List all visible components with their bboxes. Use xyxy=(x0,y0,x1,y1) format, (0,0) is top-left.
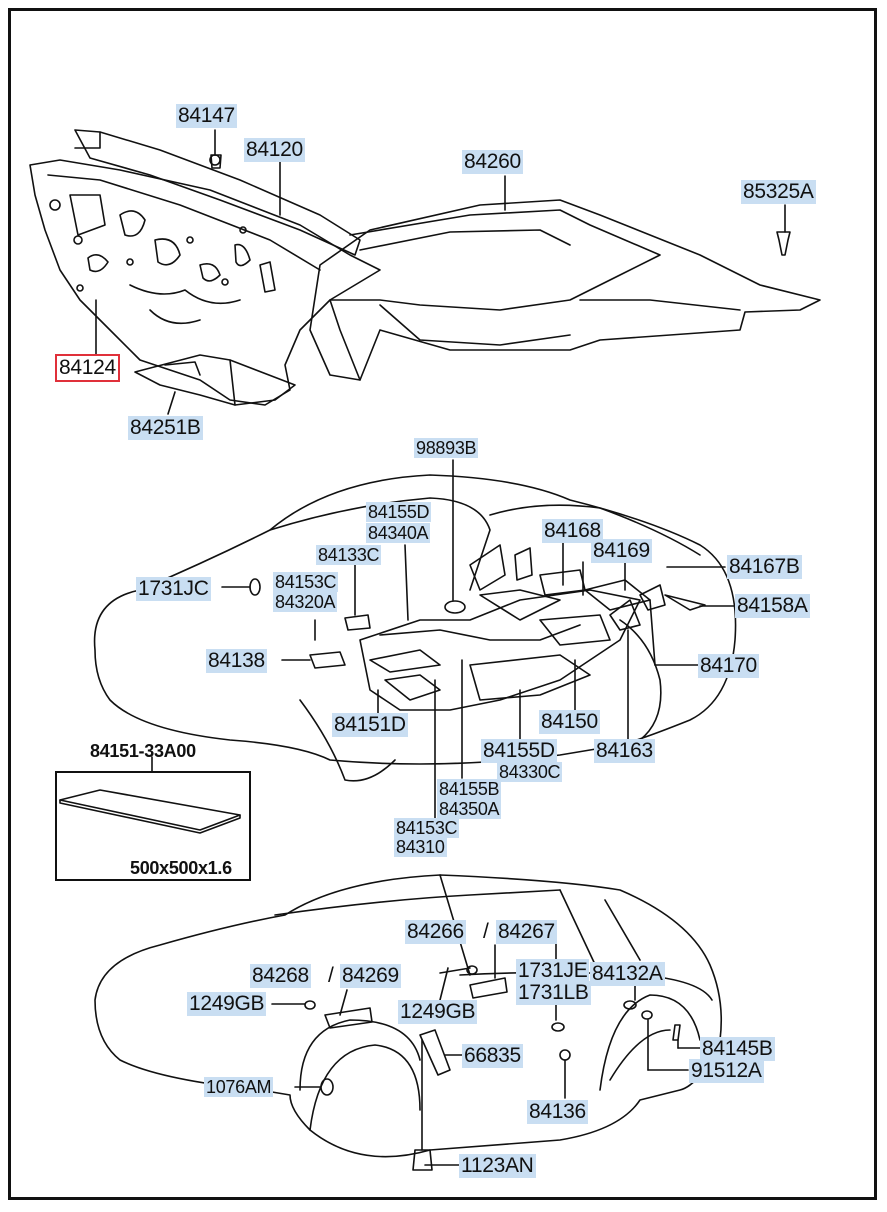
part-label-84147[interactable]: 84147 xyxy=(176,104,237,128)
part-label-84132A[interactable]: 84132A xyxy=(590,962,665,986)
part-label-84251B[interactable]: 84251B xyxy=(128,416,203,440)
part-label-84158A[interactable]: 84158A xyxy=(735,594,810,618)
part-label-84133C[interactable]: 84133C xyxy=(316,545,382,565)
part-label-84268[interactable]: 84268 xyxy=(250,964,311,988)
part-label-84153C-top[interactable]: 84153C xyxy=(273,572,339,592)
part-label-84155B[interactable]: 84155B xyxy=(437,779,502,799)
part-label-84163[interactable]: 84163 xyxy=(594,739,655,763)
part-label-84155D-top[interactable]: 84155D xyxy=(366,502,432,522)
part-label-91512A[interactable]: 91512A xyxy=(689,1059,764,1083)
part-label-84266[interactable]: 84266 xyxy=(405,920,466,944)
part-label-84150[interactable]: 84150 xyxy=(539,710,600,734)
part-label-84120[interactable]: 84120 xyxy=(244,138,305,162)
part-label-84168[interactable]: 84168 xyxy=(542,519,603,543)
part-label-1731JE[interactable]: 1731JE xyxy=(516,959,590,983)
insulator-sheet-drawing xyxy=(59,756,241,834)
part-label-84145B[interactable]: 84145B xyxy=(700,1037,775,1061)
dash-panel-drawing xyxy=(29,129,821,415)
part-label-84260[interactable]: 84260 xyxy=(462,150,523,174)
part-label-84136[interactable]: 84136 xyxy=(527,1100,588,1124)
part-label-84124-highlighted[interactable]: 84124 xyxy=(55,354,120,382)
part-label-84153C-bottom[interactable]: 84153C xyxy=(394,818,460,838)
car-exterior-drawing xyxy=(94,874,723,1171)
separator-slash: / xyxy=(483,920,489,943)
part-label-1731JC[interactable]: 1731JC xyxy=(136,577,211,601)
part-label-84310[interactable]: 84310 xyxy=(394,837,447,857)
part-label-1731LB[interactable]: 1731LB xyxy=(516,981,591,1005)
separator-slash: / xyxy=(328,964,334,987)
car-interior-drawing xyxy=(93,459,737,821)
part-label-84155D-bottom[interactable]: 84155D xyxy=(481,739,557,763)
part-label-84151-33A00: 84151-33A00 xyxy=(90,741,196,761)
part-label-84170[interactable]: 84170 xyxy=(698,654,759,678)
part-label-1249GB-left[interactable]: 1249GB xyxy=(187,992,267,1016)
part-label-84138[interactable]: 84138 xyxy=(206,649,267,673)
part-label-84350A[interactable]: 84350A xyxy=(437,799,502,819)
part-label-66835[interactable]: 66835 xyxy=(462,1044,523,1068)
part-label-85325A[interactable]: 85325A xyxy=(741,180,816,204)
part-label-1076AM[interactable]: 1076AM xyxy=(204,1077,274,1097)
part-label-84320A[interactable]: 84320A xyxy=(273,592,338,612)
part-label-84330C[interactable]: 84330C xyxy=(497,762,563,782)
part-label-84169[interactable]: 84169 xyxy=(591,539,652,563)
part-label-84167B[interactable]: 84167B xyxy=(727,555,802,579)
part-label-1123AN[interactable]: 1123AN xyxy=(459,1154,536,1178)
part-label-84151D[interactable]: 84151D xyxy=(332,713,408,737)
diagram-frame xyxy=(8,8,877,1200)
part-label-84267[interactable]: 84267 xyxy=(496,920,557,944)
part-label-84340A[interactable]: 84340A xyxy=(366,523,431,543)
insulator-sheet-inset-box xyxy=(55,771,251,881)
part-label-98893B[interactable]: 98893B xyxy=(414,438,479,458)
part-label-84269[interactable]: 84269 xyxy=(340,964,401,988)
sheet-size-label: 500x500x1.6 xyxy=(130,858,232,878)
part-label-1249GB-center[interactable]: 1249GB xyxy=(398,1000,478,1024)
